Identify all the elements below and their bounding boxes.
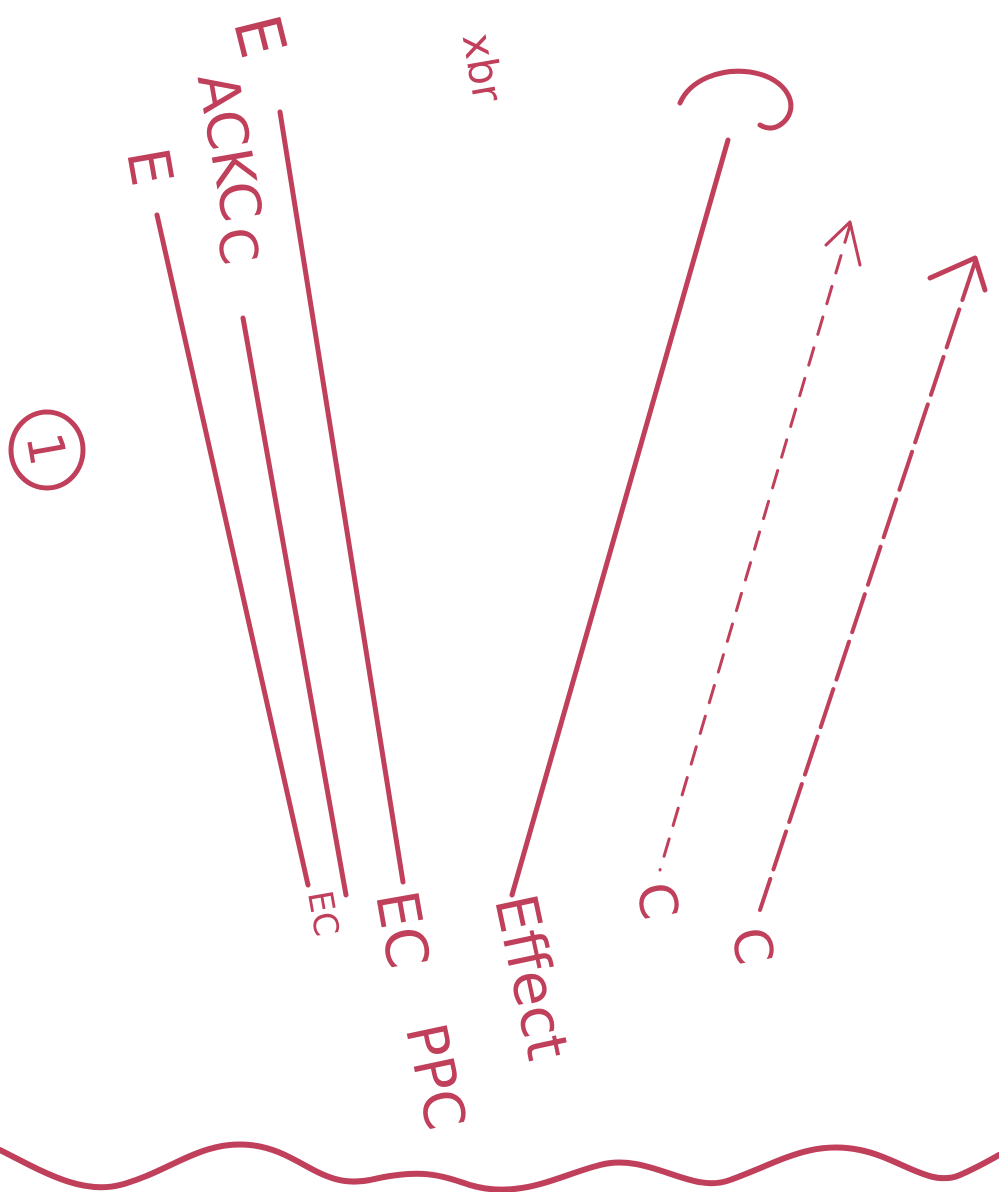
cup-symbol: [677, 68, 794, 131]
arrowhead-faint: [824, 220, 862, 267]
label-c-top: C: [204, 223, 269, 269]
circled-number-ring: [8, 409, 86, 491]
beam-line-right-faint: [658, 223, 852, 872]
wavy-surface-line: [0, 1141, 999, 1192]
origin-label-ec: EC: [362, 885, 442, 973]
beam-line-left-inner: [240, 315, 349, 898]
arrowhead-right: [927, 255, 988, 293]
label-c-bottom-mid: C: [624, 878, 689, 924]
origin-label-ec-left: EC: [299, 888, 346, 939]
effect-label: Effect: [481, 888, 582, 1065]
beam-line-mid-left: [277, 109, 406, 885]
beam-line-center: [509, 137, 731, 898]
effect-label-secondary: PPC: [392, 1018, 478, 1136]
label-e-left: E: [113, 143, 186, 191]
circled-number: 1: [15, 428, 78, 469]
beam-line-left-outer: [154, 212, 311, 888]
label-ackc: ACKC: [184, 68, 274, 226]
top-scribble-label: xbr: [453, 29, 513, 106]
beam-line-right-arrow: [758, 260, 977, 912]
label-e-top: E: [218, 8, 300, 65]
label-c-bottom-right: C: [719, 923, 784, 969]
